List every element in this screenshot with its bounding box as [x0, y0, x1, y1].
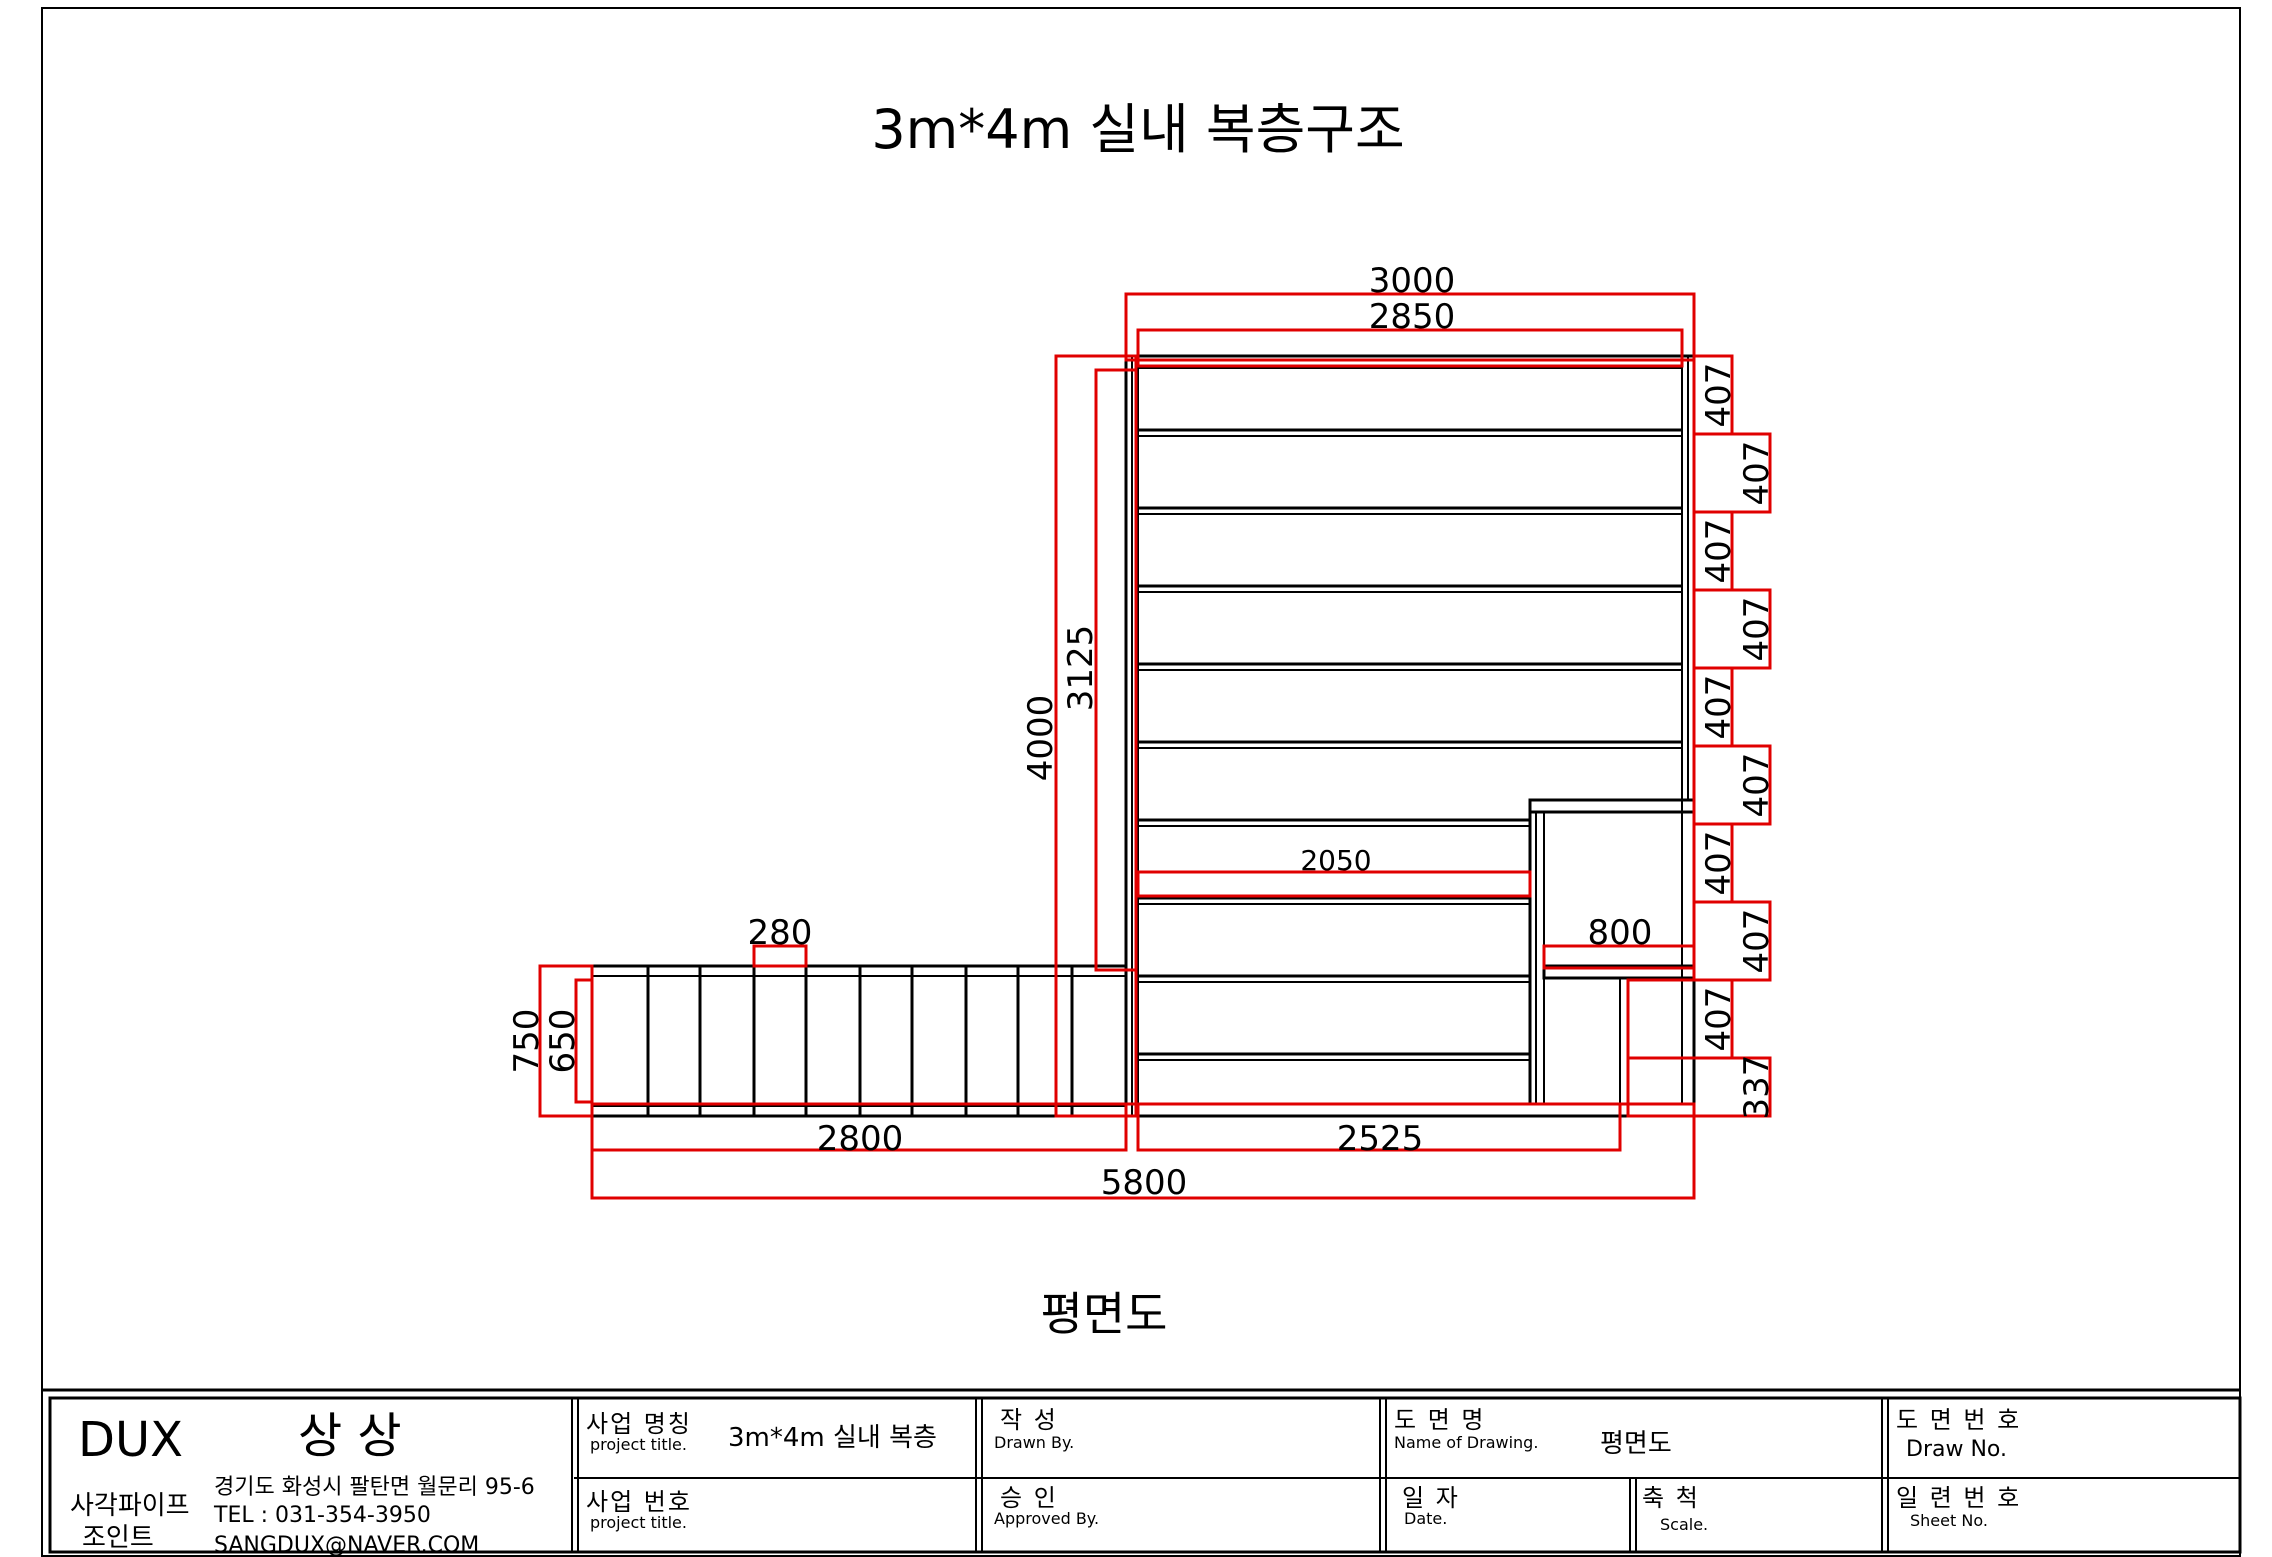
drawing-name-sub: Name of Drawing. [1394, 1433, 1538, 1452]
dim-box-bay [1626, 1056, 1772, 1118]
dim-label-2850: 2850 [1369, 297, 1456, 337]
project-no-label: 사업 번호 [586, 1488, 692, 1516]
dim-box-280 [752, 944, 808, 968]
drawing-title: 3m*4m 실내 복층구조 [871, 98, 1404, 161]
dim-box-5800 [590, 1102, 1696, 1200]
dim-label-2050: 2050 [1300, 844, 1371, 877]
drawing-name-value: 평면도 [1600, 1429, 1672, 1459]
dim-label-bay: 407 [1737, 753, 1777, 818]
company-logo: DUX [78, 1412, 183, 1468]
dim-label-650: 650 [543, 1009, 583, 1074]
joists [1138, 428, 1682, 1061]
dimension-labels: 3000 2850 4000 3125 2050 800 280 750 650… [507, 261, 1777, 1203]
approved-label: 승 인 [1000, 1484, 1058, 1512]
dim-box-2050 [1136, 870, 1532, 898]
dim-label-3000: 3000 [1369, 261, 1456, 301]
title-block-frame [48, 1396, 2242, 1554]
project-name-label: 사업 명칭 [586, 1410, 692, 1438]
dim-label-bay: 407 [1699, 987, 1739, 1052]
company-email: SANGDUX@NAVER.COM [214, 1533, 479, 1557]
dim-box-3125 [1094, 368, 1138, 972]
dim-label-bay: 407 [1737, 909, 1777, 974]
dim-label-bay: 407 [1699, 363, 1739, 428]
view-label: 평면도 [1041, 1287, 1168, 1341]
date-sub: Date. [1404, 1509, 1447, 1528]
drawn-sub: Drawn By. [994, 1433, 1074, 1452]
dim-box-2850 [1136, 328, 1684, 368]
main-frame-outer [1124, 354, 1696, 1118]
dim-label-3125: 3125 [1061, 625, 1101, 712]
dim-label-280: 280 [748, 913, 813, 953]
date-label: 일 자 [1402, 1484, 1460, 1512]
sheet-border [41, 7, 2241, 1557]
draw-no-label: 도 면 번 호 [1896, 1406, 2021, 1434]
dim-label-5800: 5800 [1101, 1163, 1188, 1203]
plan-structure [590, 354, 1696, 1118]
sheet-no-label: 일 련 번 호 [1896, 1484, 2021, 1512]
dim-label-4000: 4000 [1021, 695, 1061, 782]
sheet-no-sub: Sheet No. [1910, 1511, 1988, 1530]
drawn-label: 작 성 [1000, 1406, 1058, 1434]
dim-box-650 [574, 978, 594, 1104]
dim-label-bay: 337 [1737, 1055, 1777, 1120]
dim-box-3000 [1124, 292, 1696, 362]
scale-sub: Scale. [1660, 1515, 1708, 1534]
drawing-name-label: 도 면 명 [1394, 1406, 1486, 1434]
company-tel: TEL : 031-354-3950 [213, 1503, 431, 1528]
dim-label-2800: 2800 [817, 1119, 904, 1159]
dim-label-bay: 407 [1737, 597, 1777, 662]
title-block: DUX 상 상 사각파이프 조인트 경기도 화성시 팔탄면 월문리 95-6 T… [42, 1388, 2242, 1557]
dim-label-800: 800 [1588, 913, 1653, 953]
dim-label-2525: 2525 [1337, 1119, 1424, 1159]
mezz-corner-frame [1528, 798, 1696, 814]
company-tagline-2: 조인트 [82, 1523, 154, 1553]
dim-label-750: 750 [507, 1009, 547, 1074]
scale-label: 축 척 [1642, 1484, 1700, 1512]
project-no-sub: project title. [590, 1513, 687, 1532]
dim-label-bay: 407 [1699, 831, 1739, 896]
project-name-value: 3m*4m 실내 복층 [728, 1423, 937, 1453]
company-address: 경기도 화성시 팔탄면 월문리 95-6 [214, 1475, 535, 1500]
dimension-lines [538, 292, 1772, 1200]
company-tagline-1: 사각파이프 [70, 1491, 190, 1521]
company-name: 상 상 [298, 1408, 402, 1464]
main-frame-inner [1137, 367, 1683, 1105]
approved-sub: Approved By. [994, 1509, 1099, 1528]
dim-label-bay: 407 [1699, 675, 1739, 740]
dim-label-bay: 407 [1737, 441, 1777, 506]
project-name-sub: project title. [590, 1435, 687, 1454]
draw-no-sub: Draw No. [1906, 1437, 2007, 1462]
dim-label-bay: 407 [1699, 519, 1739, 584]
stair-treads [646, 966, 1074, 1116]
